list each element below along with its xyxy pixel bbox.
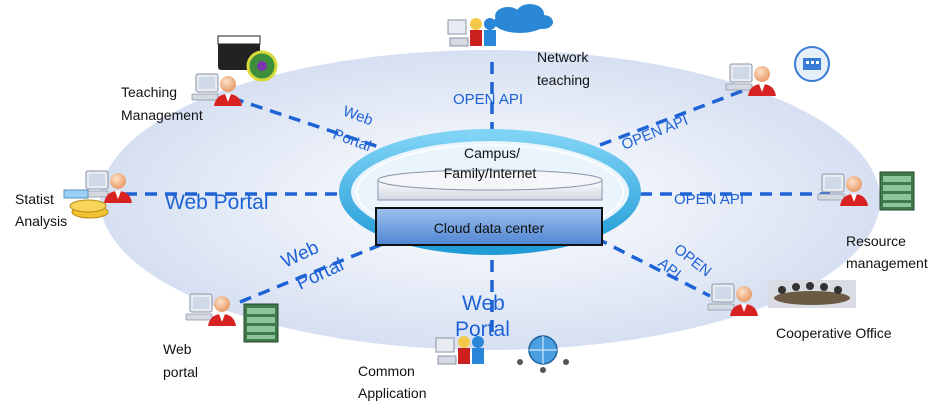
meeting-room-icon xyxy=(768,280,856,308)
coins-icon xyxy=(63,189,109,219)
globe-network-icon xyxy=(517,335,569,373)
cloud-data-center-box xyxy=(375,207,603,246)
node-common-application: Common Application xyxy=(358,335,569,401)
node-network-teaching: Network teaching xyxy=(447,4,590,88)
connector-label-right: OPEN API xyxy=(674,191,744,208)
node-cooperative-office: Cooperative Office xyxy=(707,280,892,341)
server-icon xyxy=(879,171,915,211)
node-statistic-analysis: Statist Analysis xyxy=(15,170,133,229)
node-label-line1: Common xyxy=(358,363,415,379)
cloud-icon xyxy=(494,4,553,33)
node-label-line2: portal xyxy=(163,364,198,380)
connector-bottom-line1: Web xyxy=(462,292,505,315)
database-disk-icon xyxy=(377,169,603,201)
node-label-line1: Resource xyxy=(846,233,906,249)
node-label: Cooperative Office xyxy=(776,325,892,341)
connector-label-top: OPEN API xyxy=(453,91,523,108)
node-label-line2: Analysis xyxy=(15,213,67,229)
node-label-line2: management xyxy=(846,255,928,271)
node-label-line2: Application xyxy=(358,385,427,401)
connector-line-top-right xyxy=(599,86,751,147)
cloud-data-center-label: Cloud data center xyxy=(434,220,545,236)
node-label-line1: Teaching xyxy=(121,84,177,100)
node-label-line1: Web xyxy=(163,341,192,357)
connector-bottom-line2: Portal xyxy=(455,318,510,341)
node-web-portal: Web portal xyxy=(163,293,279,380)
node-teaching-management: Teaching Management xyxy=(121,35,278,123)
connector-line-bottom-right xyxy=(595,236,711,298)
node-label-line1: Statist xyxy=(15,191,54,207)
connector-line-top-left xyxy=(231,96,389,152)
students-computers-icon xyxy=(447,17,497,47)
building-icon xyxy=(794,46,830,82)
node-resource-management: Resource management xyxy=(817,171,928,271)
node-label-line2: Management xyxy=(121,107,203,123)
connector-lines xyxy=(125,62,830,335)
node-label-line2: teaching xyxy=(537,72,590,88)
node-label-line1: Network xyxy=(537,49,589,65)
family-internet-label: Family/Internet xyxy=(444,165,537,181)
connector-label-left: Web Portal xyxy=(165,191,269,214)
students-computers-icon xyxy=(435,335,485,365)
server-icon xyxy=(243,303,279,343)
connector-line-bottom-left xyxy=(239,241,386,304)
campus-label: Campus/ xyxy=(464,145,520,161)
connector-label-bottom: Web Portal xyxy=(455,292,510,341)
node-top-right-user xyxy=(725,46,830,97)
video-clapper-icon xyxy=(217,35,278,82)
